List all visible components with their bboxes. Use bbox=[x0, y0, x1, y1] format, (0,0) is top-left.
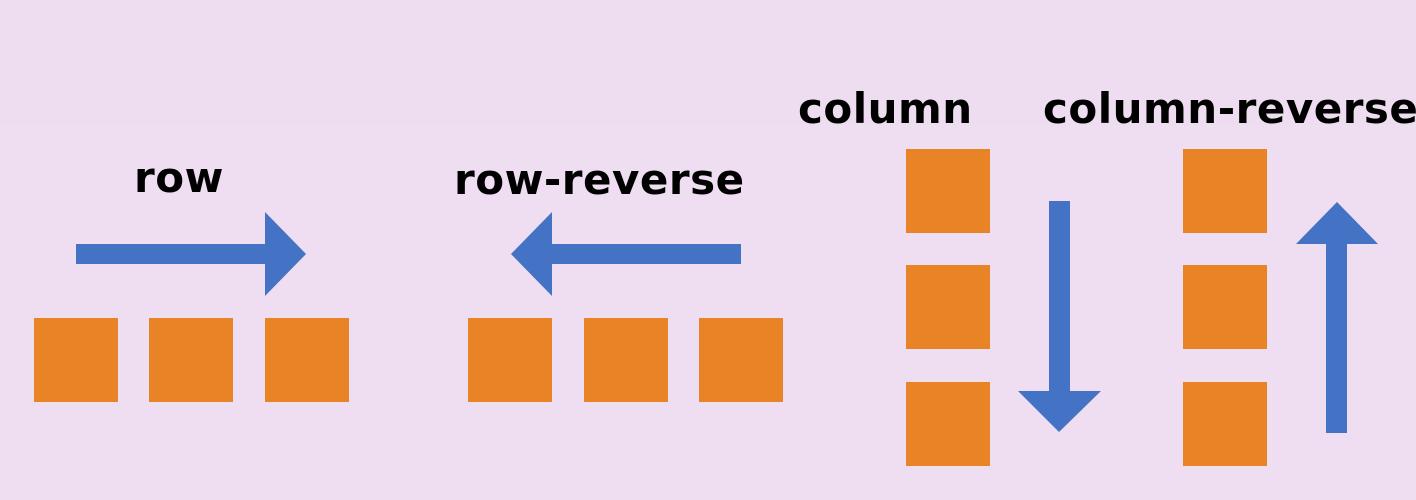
row-reverse-item-3 bbox=[699, 318, 783, 402]
row-reverse-item-2 bbox=[584, 318, 668, 402]
column-item-3 bbox=[906, 382, 990, 466]
row-reverse-label: row-reverse bbox=[454, 155, 745, 204]
row-label: row bbox=[134, 153, 224, 202]
column-reverse-item-2 bbox=[1183, 265, 1267, 349]
column-label: column bbox=[798, 84, 973, 133]
column-reverse-label: column-reverse bbox=[1043, 84, 1416, 133]
row-reverse-item-1 bbox=[468, 318, 552, 402]
column-item-2 bbox=[906, 265, 990, 349]
row-item-1 bbox=[34, 318, 118, 402]
row-item-2 bbox=[149, 318, 233, 402]
column-item-1 bbox=[906, 149, 990, 233]
column-reverse-item-1 bbox=[1183, 149, 1267, 233]
row-item-3 bbox=[265, 318, 349, 402]
column-reverse-item-3 bbox=[1183, 382, 1267, 466]
